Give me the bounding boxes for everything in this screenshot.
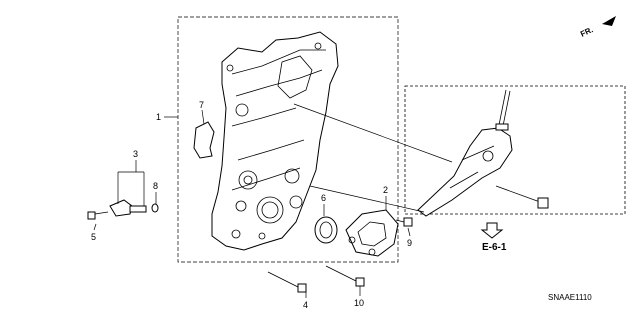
callout-4: 4: [303, 300, 308, 310]
oil-seal-6: [314, 216, 338, 244]
reference-label: E-6-1: [482, 242, 507, 253]
subassembly-frame: [404, 85, 626, 215]
diagram-code: SNAAE1110: [548, 293, 592, 302]
o-ring-8: [151, 203, 159, 213]
callout-1: 1: [156, 112, 161, 122]
bolt-10: [325, 265, 365, 287]
callout-6: 6: [321, 193, 326, 203]
callout-2: 2: [383, 185, 388, 195]
callout-3: 3: [133, 149, 138, 159]
callout-5: 5: [91, 232, 96, 242]
front-direction-label: FR.: [579, 25, 594, 39]
callout-7: 7: [199, 100, 204, 110]
bolt-4: [267, 271, 307, 293]
callout-9: 9: [407, 238, 412, 248]
cover-2: [345, 209, 399, 257]
callout-8: 8: [153, 181, 158, 191]
reference-marker: E-6-1: [480, 222, 507, 253]
reference-arrow-icon: [480, 222, 504, 239]
sensor-3: [109, 199, 147, 217]
bolt-5: [87, 211, 109, 220]
gasket-7: [193, 121, 215, 159]
front-direction-arrow-icon: [602, 16, 616, 26]
main-assembly-frame: [177, 16, 399, 263]
callout-10: 10: [354, 298, 364, 308]
bolt-9: [395, 217, 413, 227]
front-direction-indicator: FR.: [579, 16, 616, 39]
mount-bracket: [417, 89, 549, 217]
chain-case: [211, 31, 339, 251]
